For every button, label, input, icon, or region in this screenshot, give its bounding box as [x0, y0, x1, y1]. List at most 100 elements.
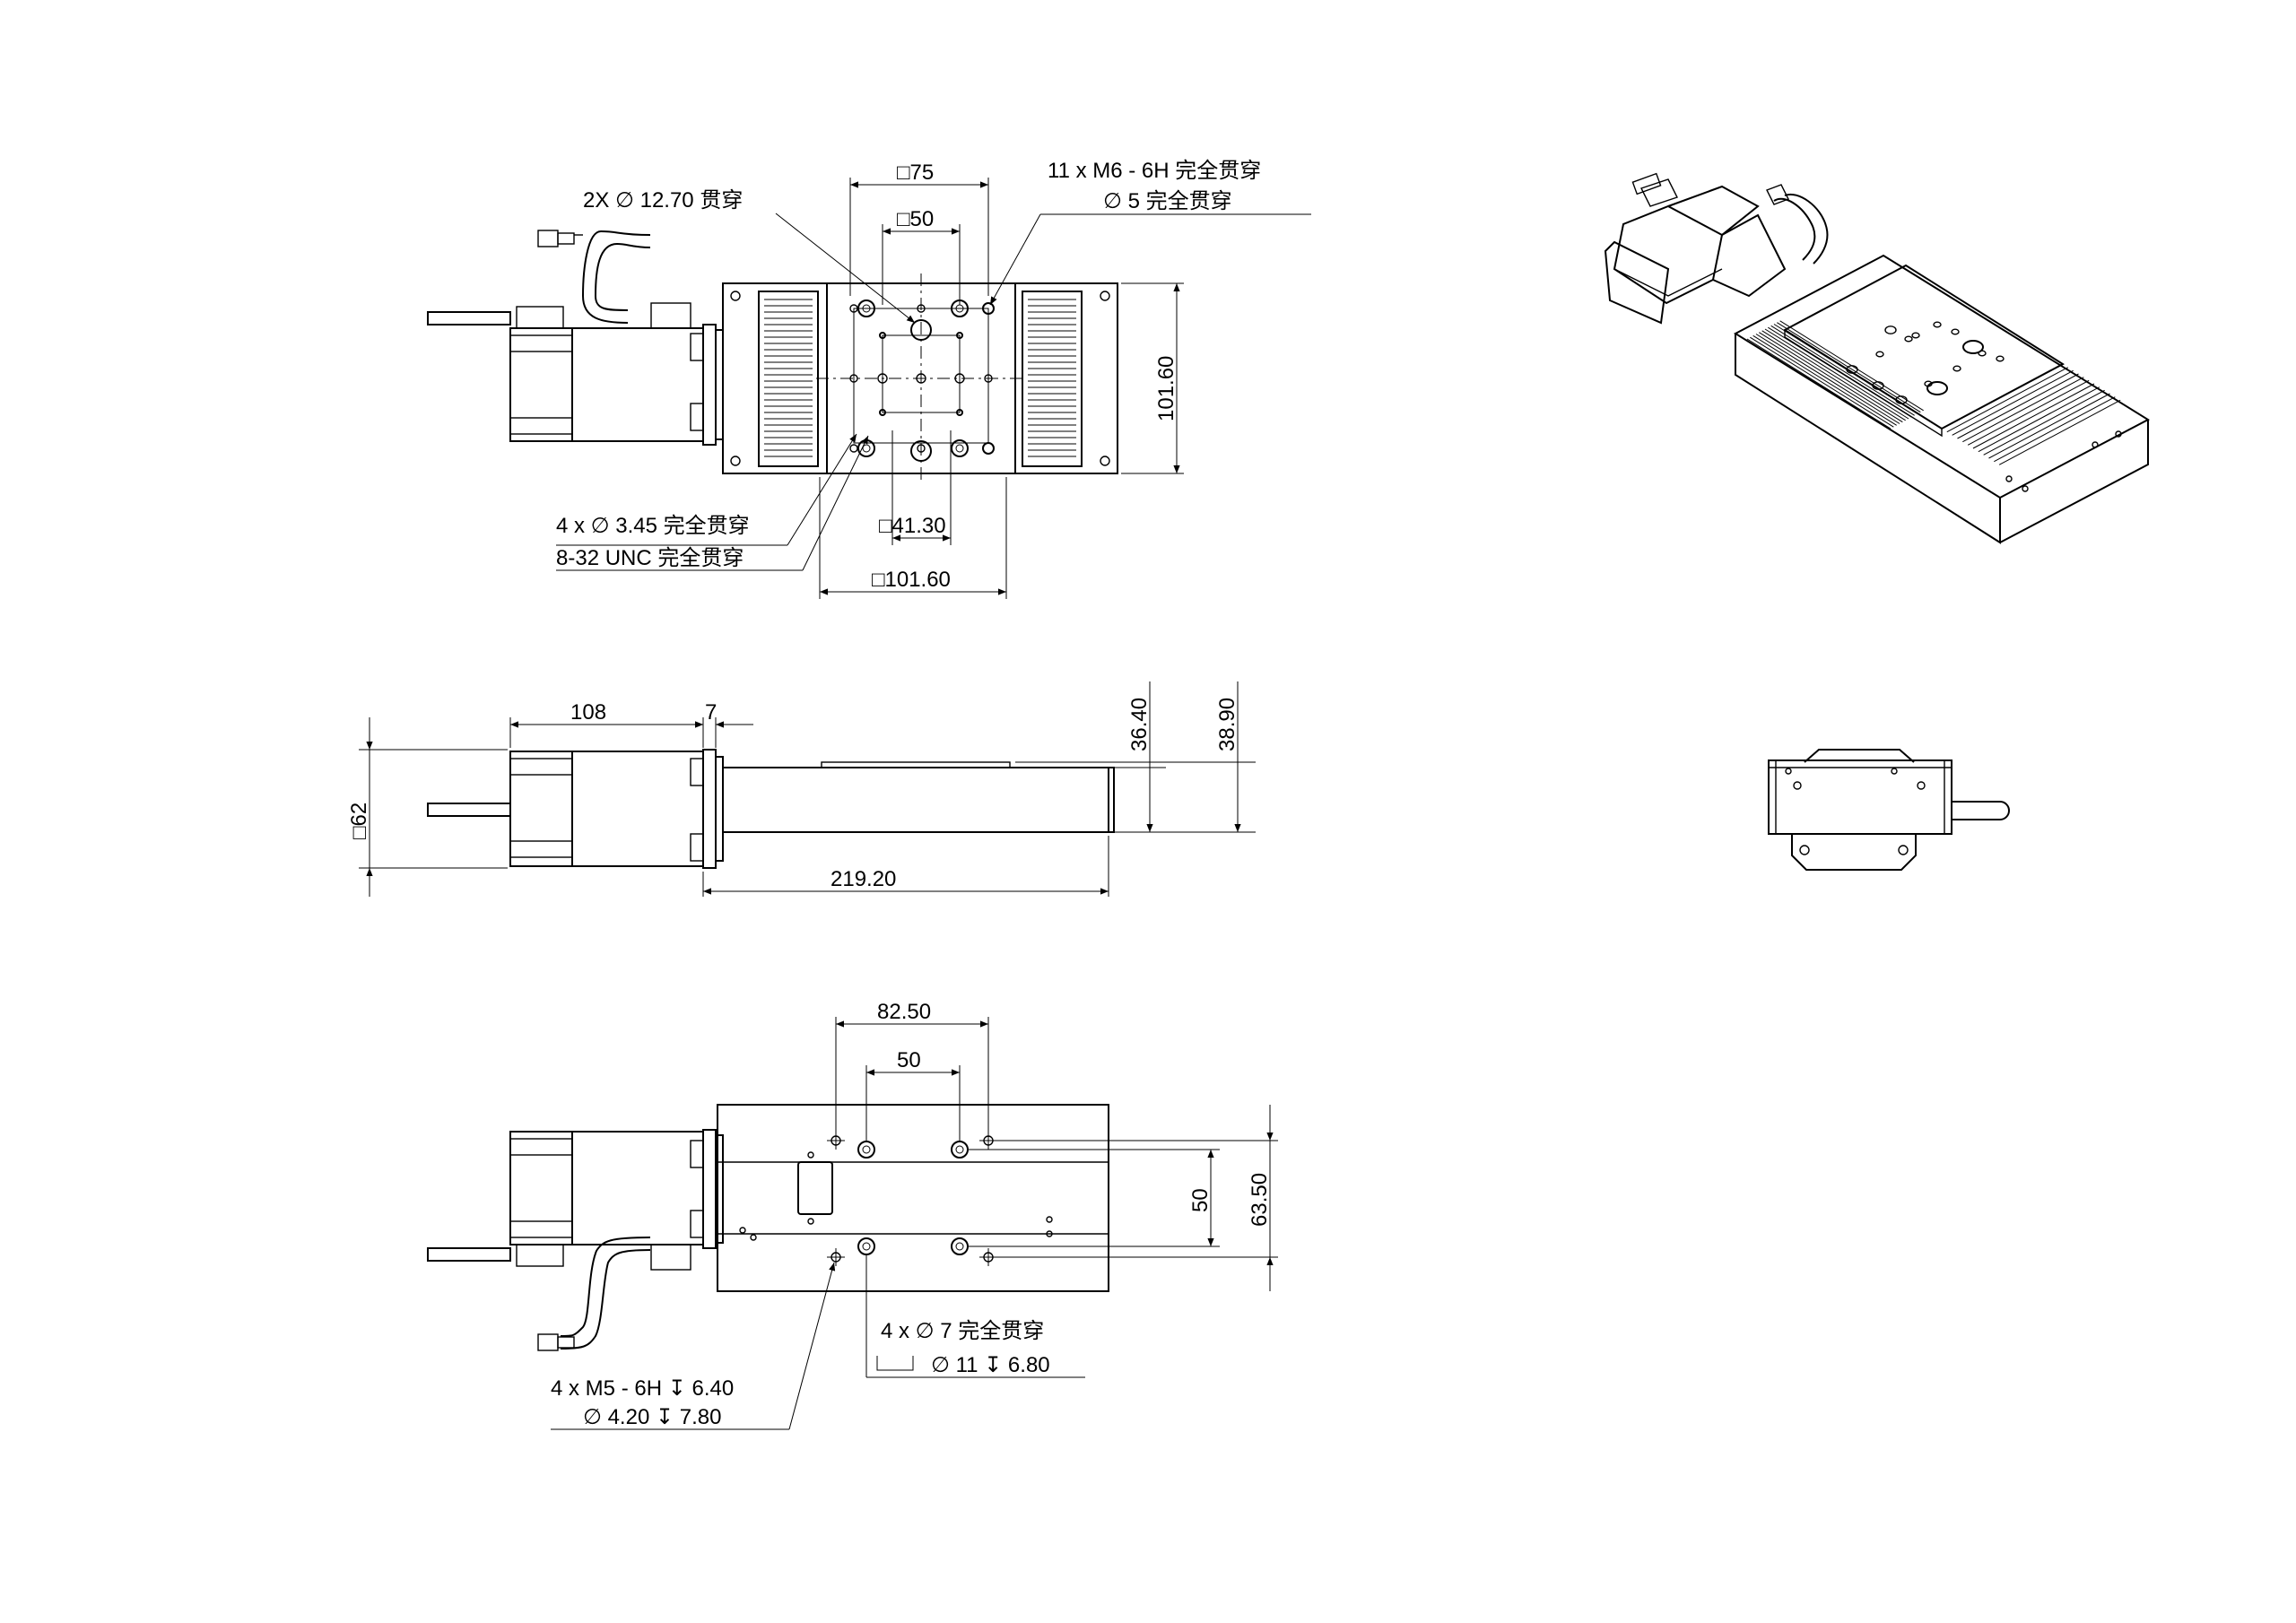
leader-tapped-holes: 11 x M6 - 6H 完全贯穿 ∅ 5 完全贯穿 — [989, 159, 1311, 306]
tapped-hole-inner — [862, 304, 871, 313]
iso-hole — [1875, 351, 1884, 358]
iso-bellows-fin — [1761, 330, 1906, 421]
center-hole — [954, 373, 965, 384]
iso-bellows-fin — [1752, 334, 1897, 426]
dim-50-v-label: 50 — [1188, 1188, 1213, 1212]
dim-square-75: □75 — [849, 161, 989, 296]
dim-h2-label: 38.90 — [1215, 698, 1239, 751]
iso-hole — [1884, 325, 1897, 334]
callout-m5-1: 4 x M5 - 6H ↧ 6.40 — [551, 1376, 734, 1401]
iso-bellows-fin — [1764, 328, 1909, 420]
dim-motor-square-label: □62 — [347, 803, 371, 839]
top-holes — [849, 299, 995, 462]
leader-small-holes: 4 x ∅ 3.45 完全贯穿 8-32 UNC 完全贯穿 — [556, 433, 869, 571]
iso-bellows-fin — [1941, 363, 2064, 430]
iso-bellows-fin — [1978, 386, 2100, 453]
iso-hole — [1911, 332, 1920, 339]
small-hole — [879, 409, 886, 416]
side-motor-shaft — [427, 803, 511, 817]
iso-bellows-fin — [1957, 373, 2079, 439]
top-motor-shaft — [427, 311, 511, 325]
top-motor — [509, 302, 724, 446]
iso-bellows-fin — [1972, 383, 2095, 449]
small-hole — [849, 304, 858, 313]
dim-82-label: 82.50 — [877, 1000, 931, 1024]
small-hole — [917, 304, 926, 313]
small-hole — [849, 444, 858, 453]
dim-63-label: 63.50 — [1248, 1173, 1272, 1227]
tapped-hole-inner — [955, 444, 964, 453]
top-cable — [537, 230, 651, 324]
iso-bellows-fin — [1770, 325, 1915, 416]
iso-bellows-fin — [1773, 324, 1918, 414]
center-hole — [877, 373, 888, 384]
iso-bellows-fin — [1946, 367, 2069, 433]
iso-hole — [1872, 381, 1884, 390]
dim-50-h-label: 50 — [897, 1048, 921, 1072]
callout-m5-2: ∅ 4.20 ↧ 7.80 — [583, 1405, 721, 1429]
iso-bellows-fin — [1962, 377, 2084, 443]
side-view: 108 7 36.40 38.90 □62 — [347, 681, 1256, 897]
dim-50-h: 50 — [865, 1048, 961, 1141]
tapped-hole-inner — [862, 444, 871, 453]
iso-hole — [1846, 365, 1858, 374]
leader-through-hole: 2X ∅ 12.70 贯穿 — [583, 188, 916, 324]
dim-height-101-label: 101.60 — [1154, 356, 1178, 421]
iso-hole — [1933, 321, 1942, 328]
callout-tapped-holes-1: 11 x M6 - 6H 完全贯穿 — [1048, 159, 1261, 183]
callout-counterbore-2: ∅ 11 ↧ 6.80 — [931, 1353, 1050, 1377]
iso-hole — [1952, 365, 1961, 372]
dim-motor-square: □62 — [347, 717, 508, 897]
iso-bellows-fin — [1988, 393, 2110, 459]
small-hole — [917, 444, 926, 453]
dim-square-101-label: □101.60 — [872, 568, 951, 592]
dim-square-50: □50 — [882, 207, 961, 305]
small-hole — [984, 374, 993, 383]
top-view: □75 □50 2X ∅ 12.70 贯穿 11 x M6 - 6H 完全贯穿 … — [427, 159, 1311, 599]
tapped-hole — [951, 439, 969, 457]
dim-square-75-label: □75 — [897, 161, 934, 185]
iso-through-hole — [1962, 340, 1984, 354]
dim-square-101: □101.60 — [819, 477, 1007, 599]
tapped-hole — [982, 302, 995, 315]
iso-bellows-fin — [1983, 389, 2105, 456]
dim-vertical-bottom: 50 63.50 — [969, 1105, 1278, 1291]
tapped-hole — [982, 442, 995, 455]
bottom-cable — [537, 1237, 651, 1351]
center-hole — [916, 373, 926, 384]
iso-hole — [1895, 395, 1908, 404]
bottom-view: 82.50 50 50 63.50 4 x ∅ 7 完全贯穿 — [427, 1000, 1278, 1430]
dim-square-41-label: □41.30 — [879, 514, 946, 538]
top-base — [722, 273, 1118, 484]
bottom-base — [717, 1104, 1109, 1292]
dim-square-50-label: □50 — [897, 207, 934, 231]
dim-heights: 36.40 38.90 — [1015, 681, 1256, 833]
bottom-holes — [827, 1132, 997, 1266]
iso-bellows-fin — [1994, 396, 2116, 463]
side-motor — [509, 749, 724, 869]
dim-h1-label: 36.40 — [1127, 698, 1152, 751]
small-hole — [849, 374, 858, 383]
dim-square-41: □41.30 — [879, 430, 952, 545]
callout-small-holes-2: 8-32 UNC 完全贯穿 — [556, 546, 744, 570]
iso-bellows-fin — [1759, 332, 1903, 423]
isometric-view — [1604, 172, 2151, 544]
dim-motor-length-label: 108 — [570, 700, 606, 725]
dim-flange: 7 — [691, 700, 753, 748]
tapped-hole — [857, 299, 875, 317]
iso-bellows-fin — [1746, 338, 1892, 430]
small-hole — [956, 332, 963, 339]
iso-bellows-fin — [1998, 399, 2121, 465]
callout-through-hole: 2X ∅ 12.70 贯穿 — [583, 188, 743, 213]
callout-counterbore-1: 4 x ∅ 7 完全贯穿 — [881, 1319, 1044, 1343]
bottom-motor-shaft — [427, 1247, 511, 1262]
iso-bellows-fin — [1777, 322, 1921, 413]
small-hole — [956, 409, 963, 416]
leader-m5: 4 x M5 - 6H ↧ 6.40 ∅ 4.20 ↧ 7.80 — [551, 1262, 836, 1430]
iso-bellows-fin — [1952, 369, 2074, 436]
dim-base-length-label: 219.20 — [831, 867, 896, 891]
dim-82: 82.50 — [835, 1000, 989, 1132]
dim-motor-length: 108 — [509, 700, 704, 748]
iso-hole — [1996, 355, 2005, 362]
